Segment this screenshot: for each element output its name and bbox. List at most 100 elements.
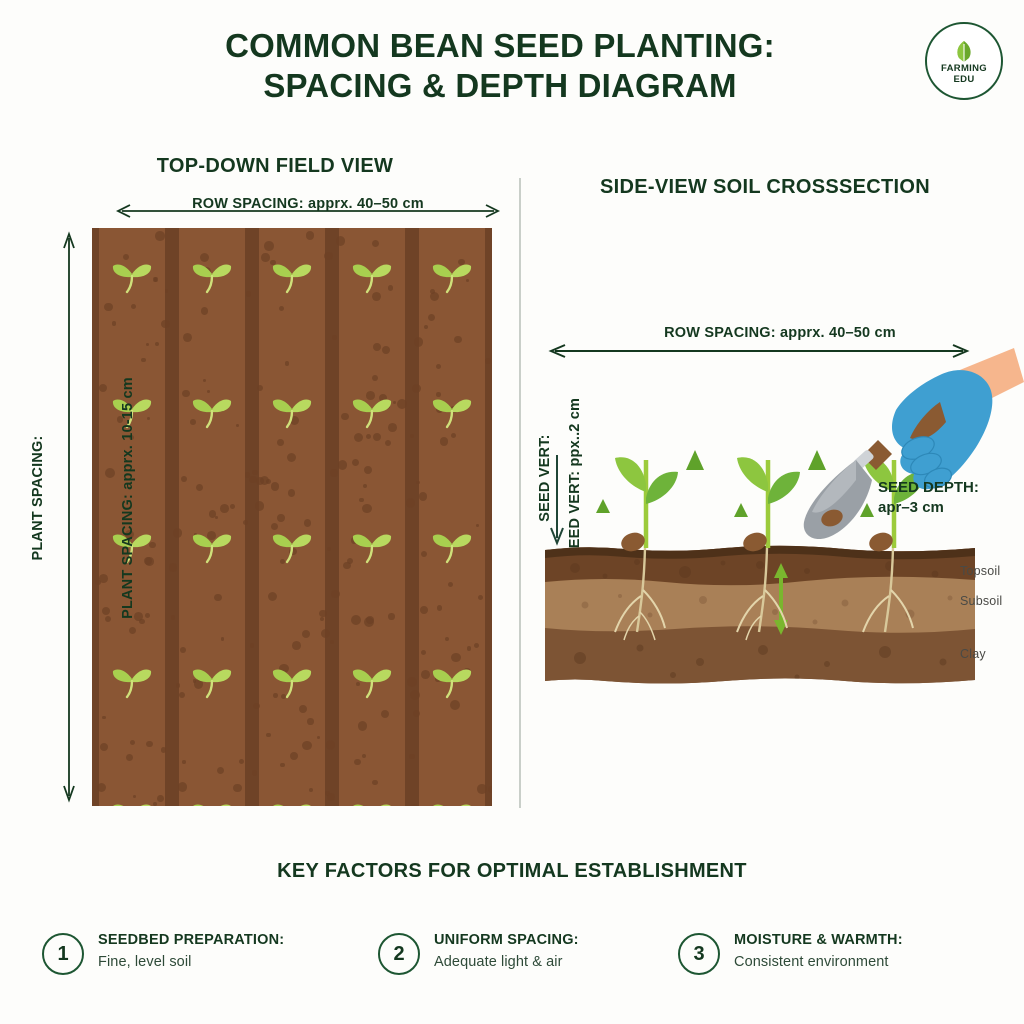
factor-1-number: 1 xyxy=(42,933,84,975)
soil-speck xyxy=(450,700,461,710)
field-seedling xyxy=(269,526,315,566)
field-seedling xyxy=(109,526,155,566)
soil-speck xyxy=(407,677,417,687)
soil-speck xyxy=(111,321,117,327)
soil-speck xyxy=(104,616,112,623)
soil-speck xyxy=(264,241,274,251)
soil-speck xyxy=(324,251,333,260)
left-section-heading: TOP-DOWN FIELD VIEW xyxy=(156,155,394,177)
soil-speck xyxy=(242,519,248,525)
field-seedling xyxy=(269,796,315,806)
soil-speck xyxy=(155,231,165,241)
soil-speck xyxy=(388,285,394,291)
soil-layer-clay xyxy=(545,626,975,684)
soil-speck xyxy=(229,504,235,510)
soil-speck xyxy=(309,788,314,793)
soil-speck xyxy=(454,335,462,344)
field-seedling xyxy=(269,256,315,296)
soil-speck xyxy=(206,531,216,540)
soil-speck xyxy=(341,412,349,420)
soil-speck xyxy=(363,465,372,474)
soil-speck xyxy=(405,497,416,508)
soil-speck xyxy=(172,528,183,538)
soil-speck xyxy=(356,681,360,686)
soil-label-subsoil: Subsoil xyxy=(960,594,1003,608)
soil-speck xyxy=(289,547,297,556)
soil-speck xyxy=(277,514,285,522)
soil-speck xyxy=(180,646,186,653)
soil-speck xyxy=(317,736,321,740)
soil-speck xyxy=(96,782,107,793)
soil-speck xyxy=(130,740,136,746)
seed-depth-annotation: SEED DEPTH: apr–3 cm xyxy=(878,478,1024,519)
soil-speck xyxy=(149,541,156,549)
row-spacing-double-arrow xyxy=(115,204,501,218)
soil-speck xyxy=(277,439,284,446)
factor-1-subtitle: Fine, level soil xyxy=(98,954,192,970)
soil-speck xyxy=(466,646,472,651)
soil-speck xyxy=(249,475,257,484)
soil-speck xyxy=(366,616,374,624)
gloved-hand-with-trowel xyxy=(803,348,1024,540)
seed-depth-down-arrow xyxy=(550,455,564,546)
field-seedling xyxy=(269,391,315,431)
soil-speck xyxy=(279,663,289,674)
soil-speck xyxy=(319,609,327,617)
trowel-handle-lower xyxy=(862,440,892,470)
soil-speck xyxy=(451,652,461,662)
soil-speck xyxy=(134,612,143,621)
soil-speck xyxy=(358,721,368,731)
soil-speck xyxy=(279,558,286,565)
soil-speck xyxy=(193,679,204,689)
soil-speck xyxy=(371,374,378,381)
plant-spacing-vertical-arrow xyxy=(63,231,75,803)
soil-speck xyxy=(128,435,134,441)
soil-speck xyxy=(490,512,492,522)
soil-speck xyxy=(373,342,382,351)
soil-speck xyxy=(284,361,290,366)
soil-layers xyxy=(545,545,975,684)
seed-depth-title: SEED DEPTH: xyxy=(878,479,979,496)
soil-speck xyxy=(332,335,338,341)
soil-speck xyxy=(421,670,431,679)
field-furrow xyxy=(405,228,419,806)
soil-speck xyxy=(420,649,426,655)
soil-speck xyxy=(161,319,170,329)
soil-speck xyxy=(269,259,276,266)
soil-speck xyxy=(279,305,285,311)
soil-speck xyxy=(122,253,129,260)
soil-speck xyxy=(307,718,314,725)
field-seedling xyxy=(349,526,395,566)
soil-speck xyxy=(465,278,470,283)
soil-speck xyxy=(244,472,251,478)
title-line-1: COMMON BEAN SEED PLANTING: xyxy=(225,27,775,64)
soil-speck xyxy=(359,497,364,503)
soil-speck xyxy=(117,416,124,423)
soil-speck xyxy=(393,400,397,404)
soil-speck xyxy=(289,416,299,426)
soil-speck xyxy=(303,519,312,527)
leaf-icon xyxy=(953,40,975,62)
soil-speck xyxy=(179,692,186,699)
right-section-heading: SIDE-VIEW SOIL CROSSSECTION xyxy=(600,176,930,198)
soil-speck xyxy=(280,762,285,768)
soil-speck xyxy=(217,767,225,775)
seed-in-trowel xyxy=(821,509,843,527)
soil-speck xyxy=(146,740,153,748)
soil-speck xyxy=(361,503,372,514)
key-factors-heading: KEY FACTORS FOR OPTIMAL ESTABLISHMENT xyxy=(277,860,747,882)
soil-speck xyxy=(487,786,492,793)
plant-spacing-label-inner: PLANT SPACING: apprx. 10-15 cm xyxy=(120,377,136,619)
soil-speck xyxy=(200,252,210,262)
soil-speck xyxy=(354,433,364,443)
field-seedling xyxy=(109,796,155,806)
soil-speck xyxy=(253,702,260,709)
soil-speck xyxy=(366,391,375,400)
soil-speck xyxy=(219,504,229,513)
soil-speck xyxy=(387,423,397,432)
soil-speck xyxy=(330,469,338,477)
soil-speck xyxy=(290,751,299,760)
soil-speck xyxy=(473,642,479,648)
soil-speck xyxy=(362,483,368,489)
soil-speck xyxy=(215,515,219,519)
